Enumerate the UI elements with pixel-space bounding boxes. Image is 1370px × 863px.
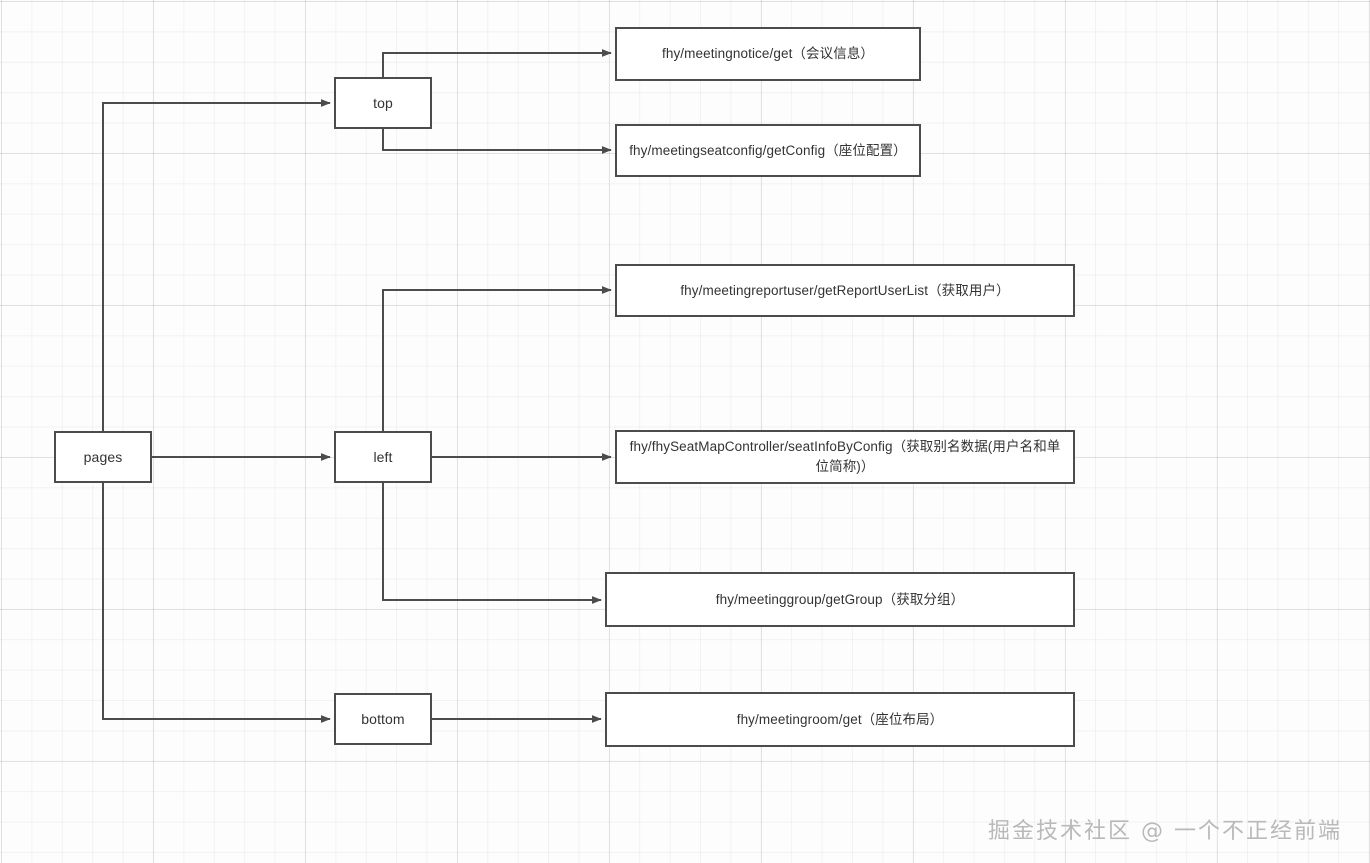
node-api-meetingseatconfig[interactable]: fhy/meetingseatconfig/getConfig（座位配置） (615, 124, 921, 177)
edge-left-to-reportuser (382, 286, 612, 431)
node-api-meetingnotice-label: fhy/meetingnotice/get（会议信息） (661, 46, 875, 62)
node-api-meetingseatconfig-label: fhy/meetingseatconfig/getConfig（座位配置） (629, 142, 907, 158)
edge-top-to-meetingnotice (382, 49, 612, 77)
edge-top-to-meetingseatconfig (382, 129, 612, 154)
node-api-meetinggroup[interactable]: fhy/meetinggroup/getGroup（获取分组） (605, 572, 1075, 627)
node-api-meetingroom[interactable]: fhy/meetingroom/get（座位布局） (605, 692, 1075, 747)
node-left[interactable]: left (334, 431, 432, 483)
node-api-reportuser[interactable]: fhy/meetingreportuser/getReportUserList（… (615, 264, 1075, 317)
node-pages[interactable]: pages (54, 431, 152, 483)
node-api-meetingroom-label: fhy/meetingroom/get（座位布局） (736, 711, 944, 727)
node-api-meetinggroup-label: fhy/meetinggroup/getGroup（获取分组） (715, 591, 965, 607)
edge-pages-to-bottom (102, 483, 331, 723)
watermark: 掘金技术社区 @ 一个不正经前端 (988, 819, 1342, 844)
node-top-label: top (373, 94, 393, 111)
node-api-reportuser-label: fhy/meetingreportuser/getReportUserList（… (680, 282, 1010, 298)
node-bottom[interactable]: bottom (334, 693, 432, 745)
edge-pages-to-top (102, 99, 331, 431)
node-left-label: left (373, 448, 393, 465)
node-api-seatinfo-label: fhy/fhySeatMapController/seatInfoByConfi… (629, 439, 1061, 474)
edge-left-to-meetinggroup (382, 483, 602, 604)
node-api-meetingnotice[interactable]: fhy/meetingnotice/get（会议信息） (615, 27, 921, 81)
node-api-seatinfo[interactable]: fhy/fhySeatMapController/seatInfoByConfi… (615, 430, 1075, 484)
node-pages-label: pages (83, 448, 123, 465)
node-top[interactable]: top (334, 77, 432, 129)
node-bottom-label: bottom (361, 710, 405, 727)
